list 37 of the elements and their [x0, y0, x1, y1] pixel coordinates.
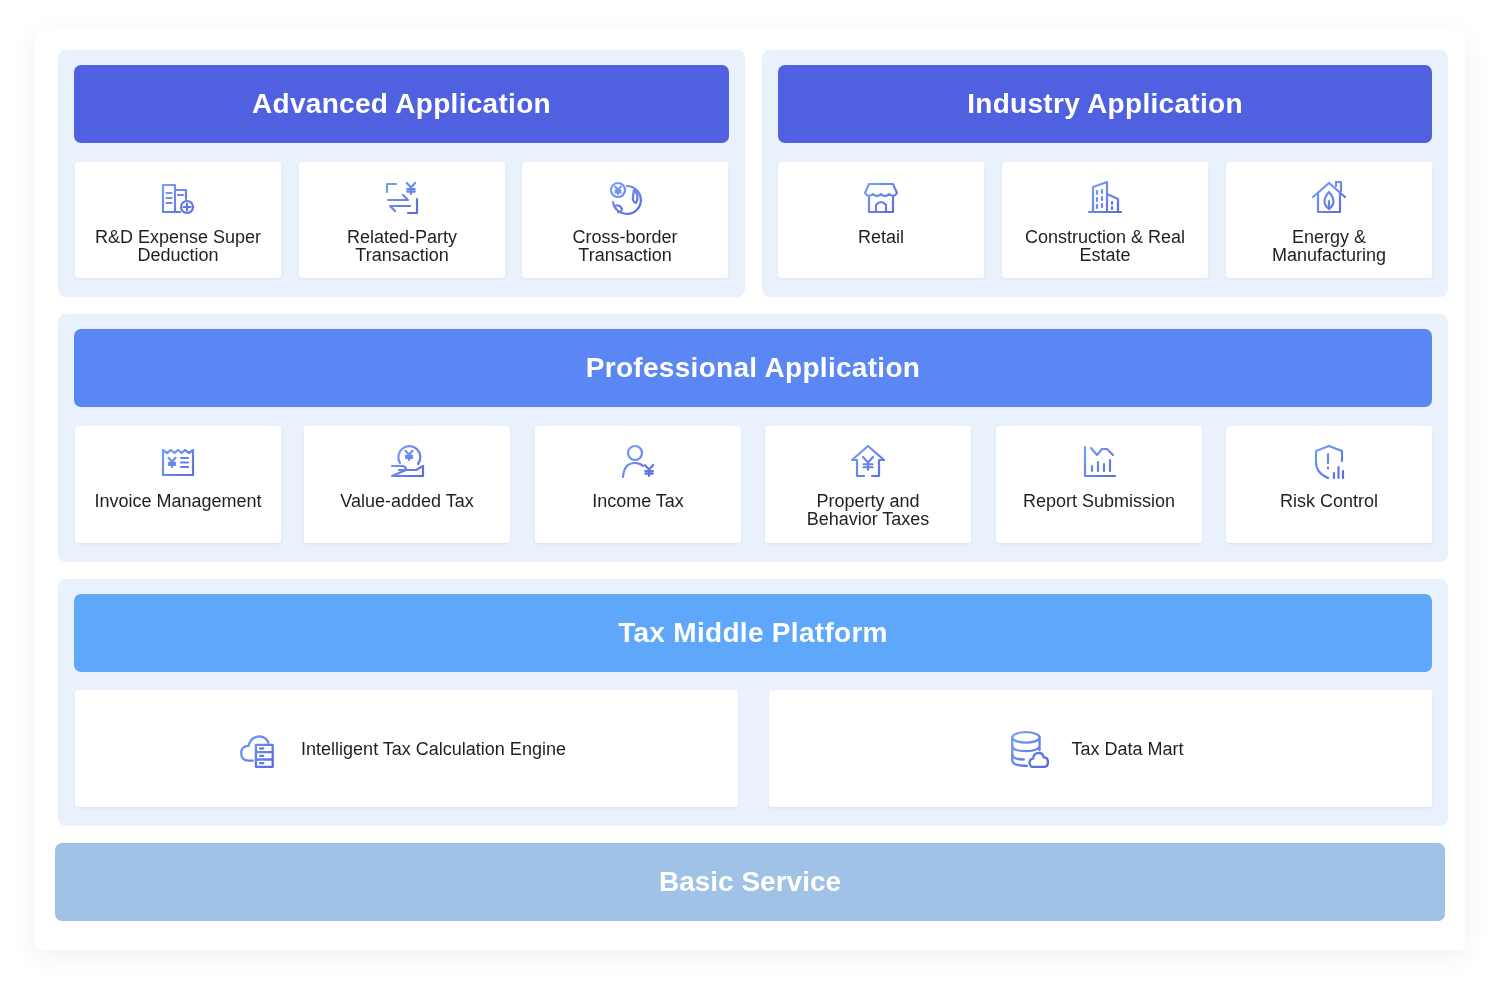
feature-card — [299, 162, 505, 278]
feature-card — [75, 426, 281, 543]
card-label: Cross-border Transaction — [571, 228, 679, 264]
card-label: Property and Behavior Taxes — [805, 492, 931, 528]
section-panel — [762, 50, 1448, 297]
feature-card — [769, 690, 1432, 807]
card-label: Report Submission — [1021, 492, 1177, 510]
feature-card — [75, 690, 738, 807]
section-panel — [58, 314, 1448, 562]
section-header: Industry Application — [778, 65, 1432, 143]
feature-card — [535, 426, 741, 543]
card-label: Energy & Manufacturing — [1270, 228, 1388, 264]
feature-card — [778, 162, 984, 278]
card-label: Construction & Real Estate — [1023, 228, 1187, 264]
feature-card — [304, 426, 510, 543]
card-label: Invoice Management — [93, 492, 263, 510]
feature-card — [75, 162, 281, 278]
feature-card — [1002, 162, 1208, 278]
feature-card — [1226, 162, 1432, 278]
card-label: Value-added Tax — [339, 492, 475, 510]
card-label: Intelligent Tax Calculation Engine — [301, 739, 566, 758]
feature-card — [522, 162, 728, 278]
section-panel — [58, 579, 1448, 826]
feature-card — [996, 426, 1202, 543]
service-bar: Basic Service — [55, 843, 1445, 921]
section-header: Professional Application — [74, 329, 1432, 407]
feature-card — [1226, 426, 1432, 543]
section-header: Tax Middle Platform — [74, 594, 1432, 672]
card-label: R&D Expense Super Deduction — [93, 228, 263, 264]
card-label: Related-Party Transaction — [345, 228, 459, 264]
section-header: Advanced Application — [74, 65, 729, 143]
card-label: Income Tax — [591, 492, 685, 510]
card-label: Tax Data Mart — [1071, 739, 1184, 758]
card-label: Retail — [857, 228, 905, 246]
feature-card — [765, 426, 971, 543]
section-panel — [58, 50, 745, 297]
card-label: Risk Control — [1279, 492, 1379, 510]
